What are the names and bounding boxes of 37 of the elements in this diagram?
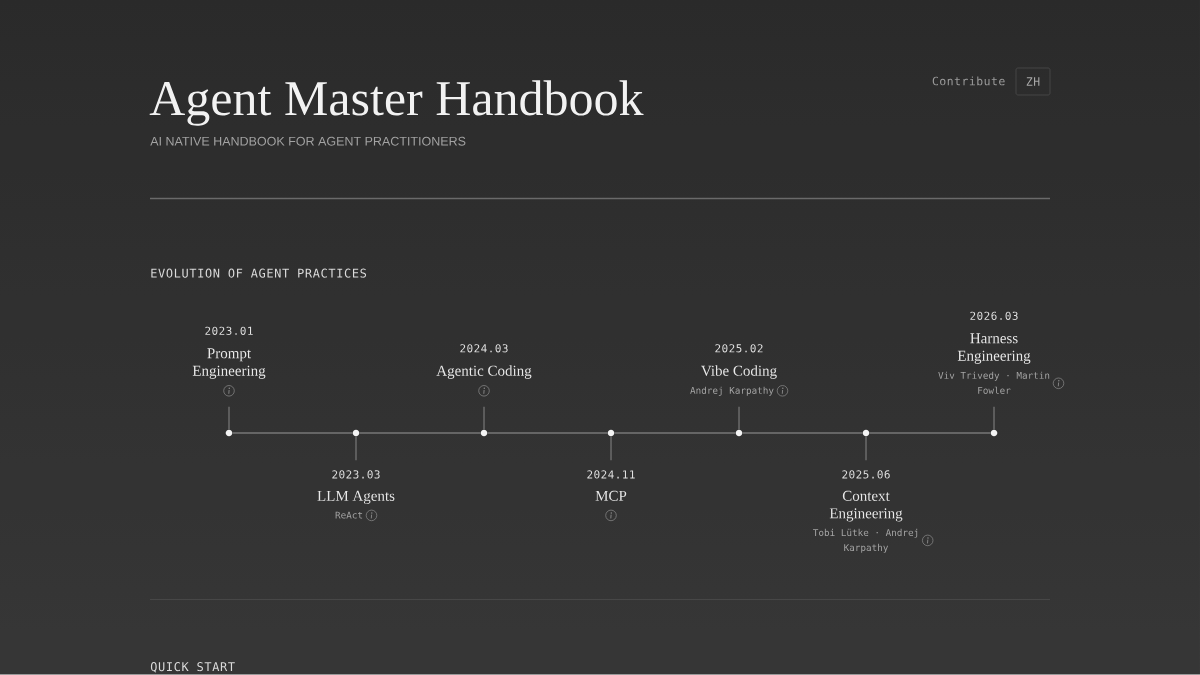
event-title: Harness Engineering — [957, 333, 1031, 364]
event-title: Context Engineering — [829, 490, 903, 522]
tick-line — [610, 435, 612, 461]
tick-line — [993, 406, 995, 431]
source-text: Tobi Lütke · Andrej Karpathy — [813, 528, 918, 553]
source-text: Viv Trivedy · Martin Fowler — [938, 371, 1050, 394]
source-text: Andrej Karpathy — [690, 386, 774, 396]
event-date: 2025.02 — [715, 344, 763, 353]
tick-line — [483, 406, 485, 431]
contribute-link: Contribute — [932, 76, 1005, 86]
timeline-line — [486, 432, 609, 434]
subtitle: AI NATIVE HANDBOOK FOR AGENT PRACTITIONERS — [150, 136, 466, 146]
section-heading: EVOLUTION OF AGENT PRACTICES — [151, 268, 367, 278]
tick-line — [228, 406, 230, 431]
event-date: 2023.01 — [205, 326, 253, 335]
event-date: 2024.11 — [587, 470, 635, 479]
event-date: 2025.06 — [842, 470, 890, 479]
event-date: 2024.03 — [460, 344, 508, 353]
tick-line — [738, 406, 740, 431]
language-button: ZH — [1015, 67, 1051, 96]
event-date: 2023.03 — [332, 470, 380, 479]
event-title: LLM Agents — [317, 490, 395, 504]
timeline-line — [231, 432, 354, 434]
timeline-line — [358, 432, 482, 434]
tick-line — [865, 435, 867, 461]
timeline-line — [613, 432, 737, 434]
timeline-line — [868, 432, 992, 434]
source-text: ReAct — [335, 511, 363, 519]
event-title: Agentic Coding — [436, 365, 532, 379]
tick-line — [355, 435, 357, 461]
page-title: Agent Master Handbook — [149, 80, 644, 126]
timeline-line — [741, 432, 864, 434]
event-title: Vibe Coding — [701, 365, 777, 379]
event-title: MCP — [595, 490, 627, 501]
section-heading: QUICK START — [150, 662, 235, 673]
event-date: 2026.03 — [970, 311, 1018, 320]
event-title: Prompt Engineering — [192, 348, 266, 379]
